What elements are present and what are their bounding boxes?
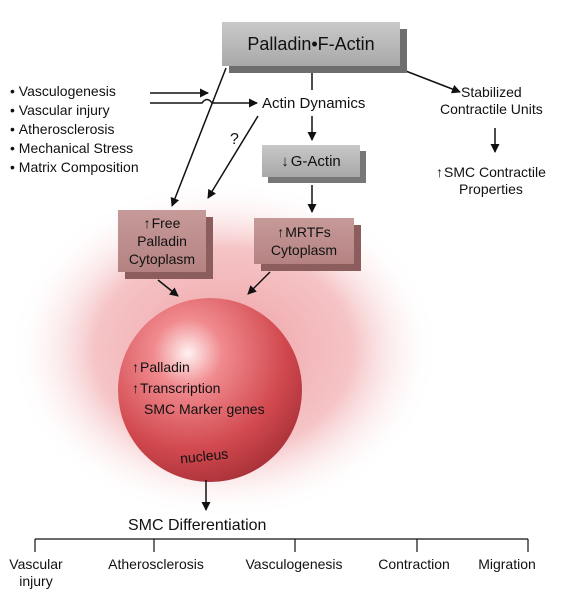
stimulus-item: Vasculogenesis [10,82,139,101]
stimulus-item: Matrix Composition [10,158,139,177]
mrtfs-line-2: Cytoplasm [270,242,338,258]
nucleus-line-1: Palladin [128,357,278,378]
stabilized-line-1: Stabilized [461,84,522,100]
node-mrtfs: MRTFs Cytoplasm [254,218,354,264]
outcome-vascular-injury-line-2: injury [19,573,53,589]
node-actin-dynamics-label: Actin Dynamics [262,95,366,112]
node-stabilized-units: Stabilized Contractile Units [440,84,543,118]
nucleus-line-3: SMC Marker genes [144,401,265,417]
outcome-migration: Migration [470,556,544,573]
free-palladin-line-1: Free [144,214,181,232]
free-palladin-line-2: Palladin [137,233,187,249]
node-palladin-factin: Palladin•F-Actin [222,22,400,66]
node-free-palladin: Free Palladin Cytoplasm [118,210,206,272]
outcome-contraction-label: Contraction [378,556,450,572]
node-g-actin: G-Actin [262,145,360,177]
node-g-actin-label: G-Actin [281,153,341,170]
arrow-actin-to-free-palladin [207,115,259,199]
outcome-vascular-injury: Vascular injury [8,556,64,590]
smc-properties-line-1: SMC Contractile [436,164,546,181]
node-palladin-factin-label: Palladin•F-Actin [247,33,375,54]
stimulus-item: Mechanical Stress [10,139,139,158]
nucleus-line-2: Transcription [128,378,278,399]
nucleus-content: Palladin Transcription SMC Marker genes [128,357,278,420]
outcome-vasculogenesis-label: Vasculogenesis [245,556,343,572]
stimulus-item: Vascular injury [10,101,139,120]
question-mark: ? [230,131,239,148]
mrtfs-line-1: MRTFs [277,223,331,241]
node-smc-contractile-properties: SMC Contractile Properties [436,164,546,198]
stimulus-item: Atherosclerosis [10,120,139,139]
outcome-migration-label: Migration [478,556,536,572]
outcome-atherosclerosis-label: Atherosclerosis [108,556,204,572]
smc-differentiation-title: SMC Differentiation [128,517,267,534]
arrow-factin-to-free-palladin [170,67,227,207]
arrow-mrtfs-to-nucleus [247,271,271,295]
outcome-atherosclerosis: Atherosclerosis [98,556,214,573]
outcome-vasculogenesis: Vasculogenesis [232,556,356,573]
arrow-free-palladin-to-nucleus [157,279,179,297]
free-palladin-line-3: Cytoplasm [128,251,196,267]
outcome-contraction: Contraction [364,556,464,573]
arrow-factin-to-stabilized [397,67,461,94]
stabilized-line-2: Contractile Units [440,101,543,117]
node-actin-dynamics: Actin Dynamics [262,95,365,112]
outcome-vascular-injury-line-1: Vascular [9,556,63,572]
stimuli-list: Vasculogenesis Vascular injury Atheroscl… [10,82,139,177]
arrow-stimulus-2 [150,98,258,108]
smc-properties-line-2: Properties [459,181,523,197]
